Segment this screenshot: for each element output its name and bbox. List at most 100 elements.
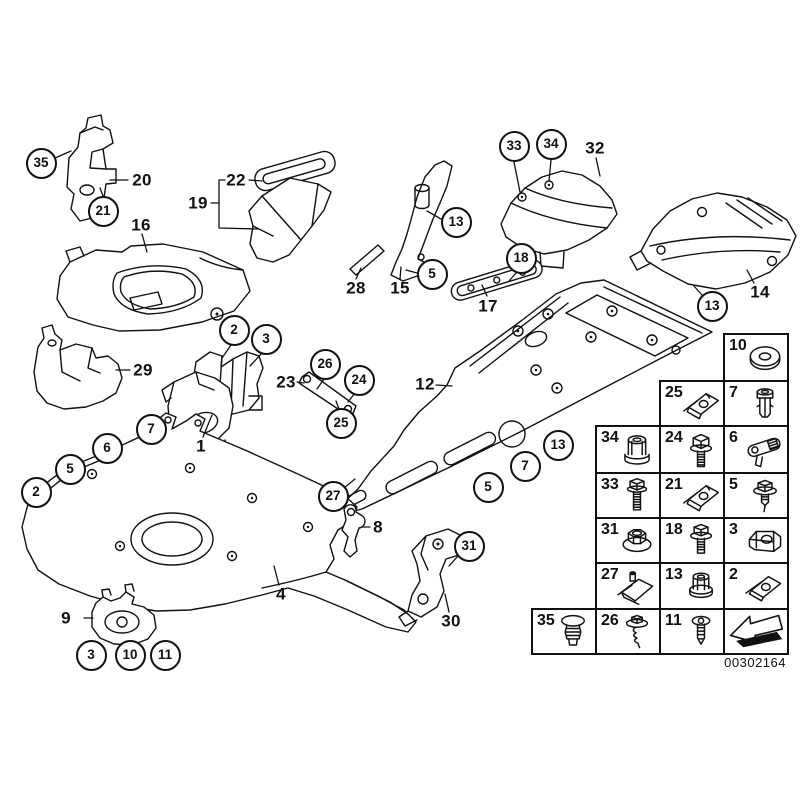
legend-cell-11[interactable]: 11 xyxy=(659,608,725,655)
label-4[interactable]: 4 xyxy=(276,584,286,604)
hex-bolt-icon xyxy=(689,433,713,468)
legend-cell-number: 6 xyxy=(729,429,738,446)
legend-cell-18[interactable]: 18 xyxy=(659,517,725,564)
callout-24[interactable]: 24 xyxy=(343,364,375,396)
legend-cell-24[interactable]: 24 xyxy=(659,425,725,474)
callout-33[interactable]: 33 xyxy=(498,130,530,162)
part-hook-8 xyxy=(341,504,366,558)
legend-cell-35[interactable]: 35 xyxy=(531,608,597,655)
legend-cell-10[interactable]: 10 xyxy=(723,333,789,382)
callout-3-a[interactable]: 3 xyxy=(250,323,282,355)
label-9[interactable]: 9 xyxy=(61,608,71,628)
legend-cell-5[interactable]: 5 xyxy=(723,472,789,519)
callout-7-a[interactable]: 7 xyxy=(135,413,167,445)
callout-18[interactable]: 18 xyxy=(505,242,537,274)
legend-cell-34[interactable]: 34 xyxy=(595,425,661,474)
label-8[interactable]: 8 xyxy=(373,517,383,537)
legend-cell-number: 18 xyxy=(665,521,683,538)
legend-cell-number: 3 xyxy=(729,521,738,538)
part-rod xyxy=(349,244,385,276)
cap-nut-icon xyxy=(624,435,650,465)
direction-arrow-icon xyxy=(729,614,784,648)
callout-31[interactable]: 31 xyxy=(453,530,485,562)
flange-bolt-icon xyxy=(626,477,648,511)
flange-cap-nut-icon xyxy=(689,572,713,599)
label-29[interactable]: 29 xyxy=(133,360,153,380)
legend-cell-31[interactable]: 31 xyxy=(595,517,661,564)
legend-cell-2[interactable]: 2 xyxy=(723,562,789,610)
label-20[interactable]: 20 xyxy=(132,170,152,190)
callout-2-a[interactable]: 2 xyxy=(218,314,250,346)
barrel-clip-icon xyxy=(748,530,782,553)
round-head-screw-icon xyxy=(691,615,711,645)
speed-nut-clip-icon xyxy=(682,484,720,512)
legend-cell-number: 11 xyxy=(665,612,682,629)
callout-27[interactable]: 27 xyxy=(317,480,349,512)
label-1[interactable]: 1 xyxy=(196,436,206,456)
callout-5-a[interactable]: 5 xyxy=(416,258,448,290)
callout-13-a[interactable]: 13 xyxy=(440,206,472,238)
callout-34[interactable]: 34 xyxy=(535,128,567,160)
label-32[interactable]: 32 xyxy=(585,138,605,158)
legend-cell-number: 25 xyxy=(665,384,683,401)
callout-13-c[interactable]: 13 xyxy=(542,429,574,461)
callout-26[interactable]: 26 xyxy=(309,348,341,380)
retainer-clip-icon xyxy=(747,437,781,468)
legend-cell-13[interactable]: 13 xyxy=(659,562,725,610)
legend-cell-3[interactable]: 3 xyxy=(723,517,789,564)
callout-10[interactable]: 10 xyxy=(114,639,146,671)
legend-cell-number: 13 xyxy=(665,566,683,583)
part-engine-shield-left xyxy=(56,243,251,332)
callout-21[interactable]: 21 xyxy=(87,195,119,227)
flat-clip-icon xyxy=(745,575,782,602)
legend-cell-26[interactable]: 26 xyxy=(595,608,661,655)
label-30[interactable]: 30 xyxy=(441,611,461,631)
legend-cell-number: 21 xyxy=(665,476,683,493)
callout-7-b[interactable]: 7 xyxy=(509,450,541,482)
legend-cell-number: 24 xyxy=(665,429,683,446)
callout-3-b[interactable]: 3 xyxy=(75,639,107,671)
label-17[interactable]: 17 xyxy=(478,296,498,316)
washer-screw-icon xyxy=(753,479,777,513)
stud-clip-icon xyxy=(617,571,654,606)
legend-cell-7[interactable]: 7 xyxy=(723,380,789,427)
callout-35[interactable]: 35 xyxy=(25,147,57,179)
label-28[interactable]: 28 xyxy=(346,278,366,298)
legend-cell-25[interactable]: 25 xyxy=(659,380,725,427)
legend-cell-arrow xyxy=(723,608,789,655)
label-14[interactable]: 14 xyxy=(750,282,770,302)
legend-cell-number: 10 xyxy=(729,337,747,354)
legend-cell-number: 34 xyxy=(601,429,619,446)
expanding-rivet-icon xyxy=(561,614,585,646)
leader-lines xyxy=(54,150,755,619)
part-air-duct xyxy=(248,150,336,263)
label-12[interactable]: 12 xyxy=(415,374,435,394)
washer-bolt-icon xyxy=(689,523,713,554)
label-19[interactable]: 19 xyxy=(188,193,208,213)
legend-cell-27[interactable]: 27 xyxy=(595,562,661,610)
part-underbody-panel-center xyxy=(337,279,713,514)
callout-5-b[interactable]: 5 xyxy=(54,453,86,485)
part-side-bracket xyxy=(390,160,453,282)
washer-icon xyxy=(749,346,781,371)
callout-11[interactable]: 11 xyxy=(149,639,181,671)
legend-cell-6[interactable]: 6 xyxy=(723,425,789,474)
label-15[interactable]: 15 xyxy=(390,278,410,298)
label-23[interactable]: 23 xyxy=(276,372,296,392)
legend-cell-number: 31 xyxy=(601,521,619,538)
callout-5-c[interactable]: 5 xyxy=(472,471,504,503)
legend-cell-number: 33 xyxy=(601,476,619,493)
label-16[interactable]: 16 xyxy=(131,215,151,235)
legend-cell-33[interactable]: 33 xyxy=(595,472,661,519)
legend-cell-number: 2 xyxy=(729,566,738,583)
part-cable-bracket xyxy=(66,114,117,222)
callout-2-b[interactable]: 2 xyxy=(20,476,52,508)
legend-cell-21[interactable]: 21 xyxy=(659,472,725,519)
legend-cell-number: 27 xyxy=(601,566,619,583)
label-22[interactable]: 22 xyxy=(226,170,246,190)
callout-13-b[interactable]: 13 xyxy=(696,290,728,322)
callout-6[interactable]: 6 xyxy=(91,432,123,464)
diagram-number: 00302164 xyxy=(724,655,786,670)
callout-25[interactable]: 25 xyxy=(325,407,357,439)
